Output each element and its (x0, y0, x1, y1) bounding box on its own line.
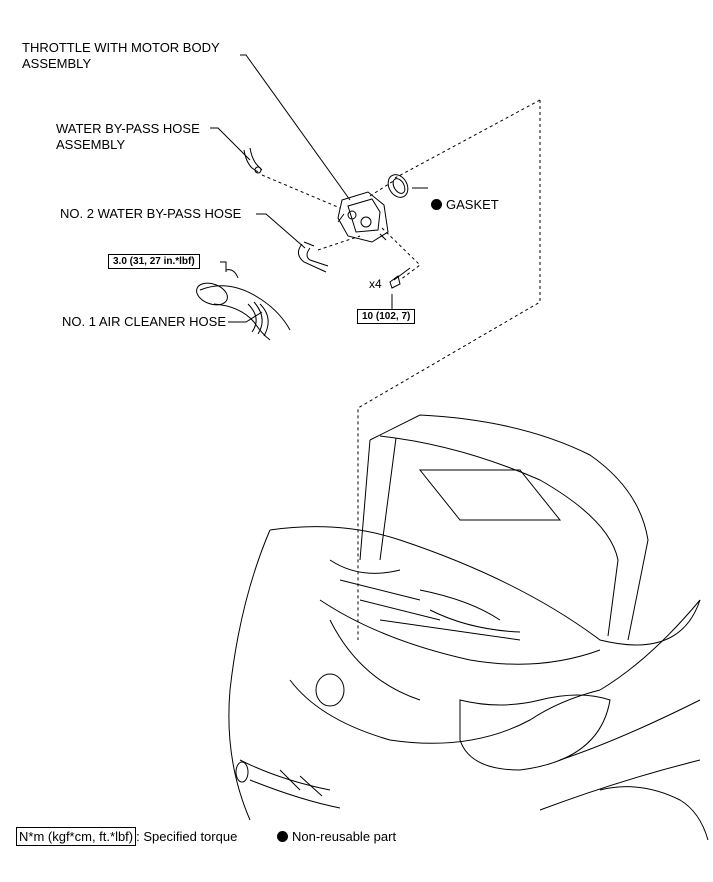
vehicle-shape (228, 414, 709, 841)
label-no2-water-bypass-hose: NO. 2 WATER BY-PASS HOSE (60, 206, 242, 221)
water-bypass-hose-shape (243, 147, 263, 173)
no2-hose-shape (298, 243, 329, 273)
leader-water-bypass (210, 127, 251, 161)
label-throttle-body: THROTTLE WITH MOTOR BODY ASSEMBLY (22, 40, 220, 71)
throttle-body-shape (337, 191, 389, 243)
legend-torque-desc: : Specified torque (136, 829, 238, 844)
air-cleaner-hose-shape (196, 269, 291, 341)
non-reusable-dot-icon (431, 199, 442, 210)
label-gasket: GASKET (431, 181, 499, 213)
legend-torque: N*m (kgf*cm, ft.*lbf): Specified torque (16, 827, 238, 846)
leader-no2-hose (256, 213, 306, 249)
gasket-shape (387, 174, 409, 198)
bolt-quantity: x4 (369, 277, 382, 291)
torque-clamp-box: 3.0 (31, 27 in.*lbf) (108, 254, 200, 269)
label-no1-air-cleaner-hose: NO. 1 AIR CLEANER HOSE (62, 314, 226, 329)
label-water-bypass-hose-assembly: WATER BY-PASS HOSE ASSEMBLY (56, 121, 200, 152)
leader-clamp (220, 261, 227, 272)
legend-torque-format: N*m (kgf*cm, ft.*lbf) (16, 827, 137, 846)
dashed-guides (261, 99, 541, 640)
bolt-shape (389, 267, 411, 289)
legend-dot-icon (277, 831, 288, 842)
leader-throttle (240, 54, 351, 201)
torque-bolt-box: 10 (102, 7) (357, 309, 416, 324)
gasket-text: GASKET (446, 197, 499, 212)
leader-air-hose (228, 311, 263, 323)
legend-non-reusable-text: Non-reusable part (292, 829, 397, 844)
legend-non-reusable: Non-reusable part (277, 829, 396, 844)
